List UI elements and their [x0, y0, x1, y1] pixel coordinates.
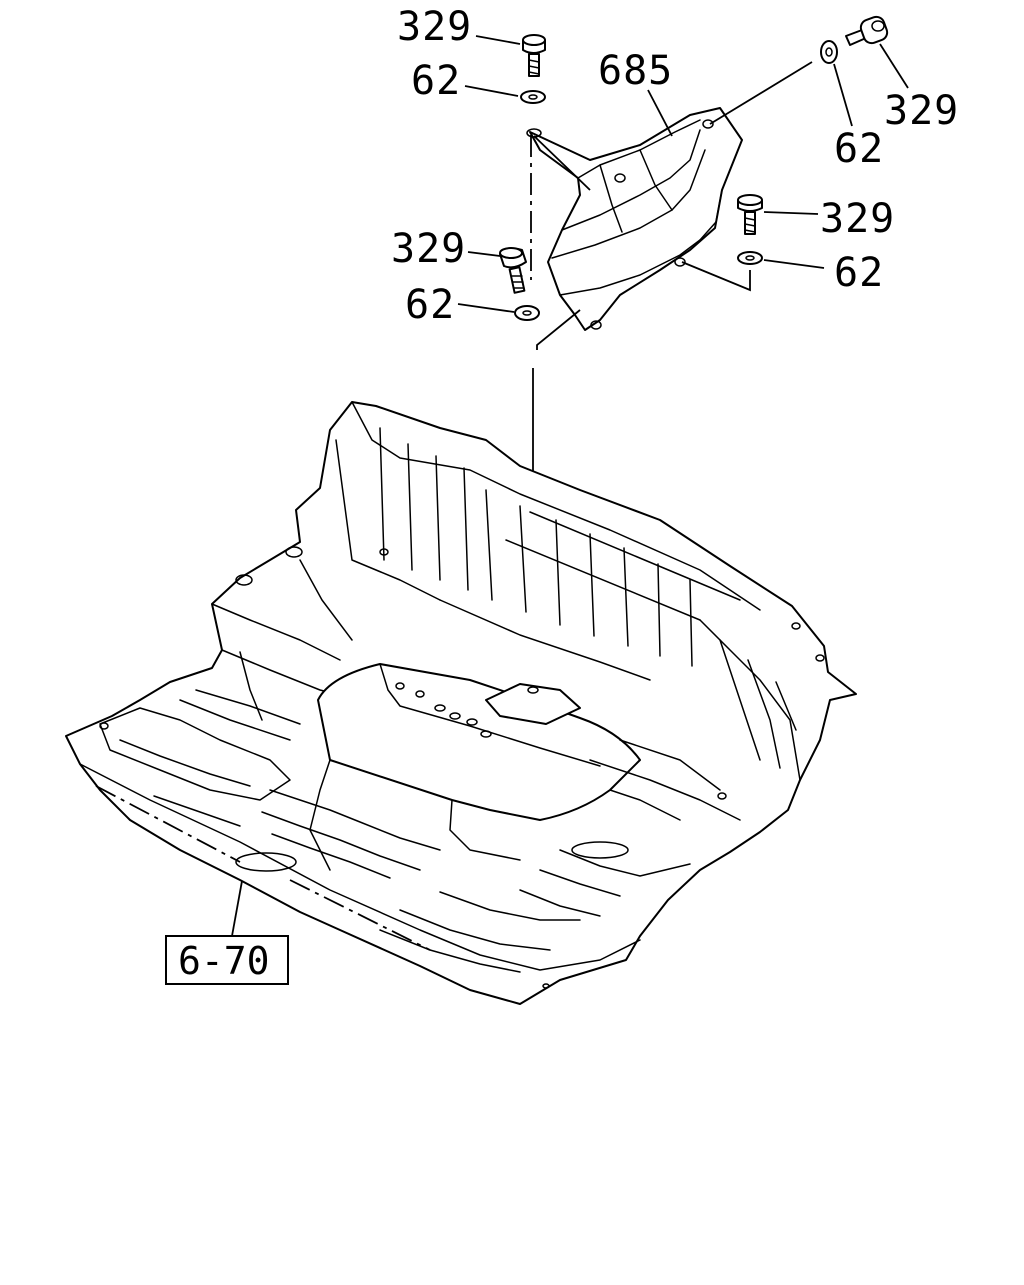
callout-bolt-top-left: 329 — [397, 4, 472, 50]
callout-washer-mid-right: 62 — [834, 250, 884, 296]
washer-icon — [520, 90, 546, 104]
callout-washer-mid-left: 62 — [405, 282, 455, 328]
callout-bolt-top-right: 329 — [884, 88, 959, 134]
callout-bolt-mid-left: 329 — [391, 226, 466, 272]
floor-panel — [65, 401, 857, 1005]
bolt-icon — [499, 247, 527, 294]
bracket-685 — [526, 107, 743, 331]
callout-bracket: 685 — [598, 48, 673, 94]
callout-washer-top-left: 62 — [411, 58, 461, 104]
washer-icon — [820, 40, 838, 64]
reference-box: 6-70 — [165, 935, 289, 985]
callout-bolt-mid-right: 329 — [820, 196, 895, 242]
washer-icon — [514, 305, 540, 321]
callout-washer-top-right: 62 — [834, 126, 884, 172]
reference-box-label: 6-70 — [178, 939, 270, 983]
washer-icon — [737, 251, 763, 265]
bolt-icon — [737, 194, 763, 235]
bolt-icon — [845, 15, 889, 46]
bolt-icon — [522, 34, 546, 77]
